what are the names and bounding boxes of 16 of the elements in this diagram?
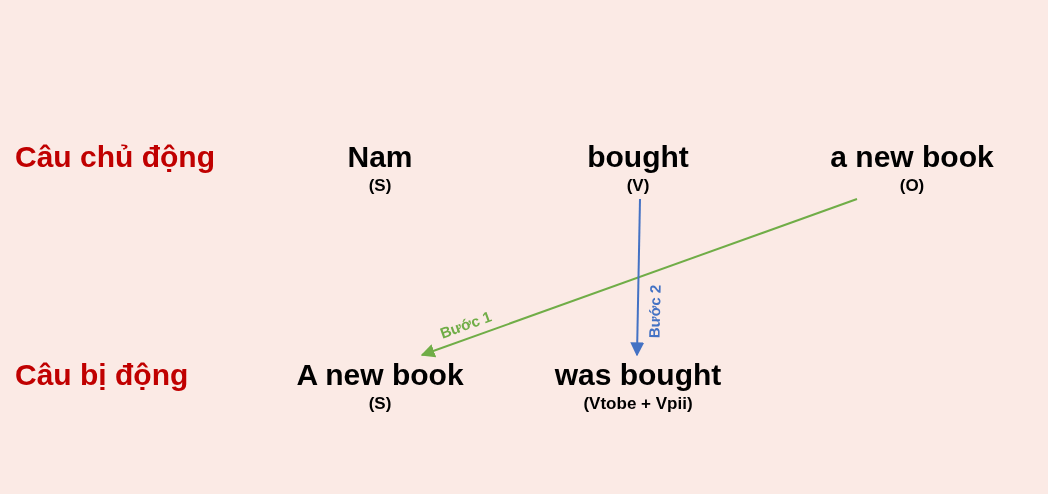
word-text: A new book	[296, 357, 464, 393]
role-tag: (O)	[899, 175, 925, 197]
word-text: bought	[587, 139, 689, 175]
role-tag: (V)	[626, 175, 650, 197]
role-tag: (S)	[368, 393, 392, 415]
edge-label: Bước 1	[437, 307, 494, 342]
row-heading: Câu chủ động	[15, 139, 215, 175]
arrow	[630, 198, 645, 357]
role-tag: (S)	[368, 175, 392, 197]
word-text: was bought	[554, 357, 722, 393]
edge-label: Bước 2	[645, 284, 664, 339]
arrow	[420, 198, 858, 358]
row-heading: Câu bị động	[15, 357, 189, 393]
role-tag: (Vtobe + Vpii)	[583, 393, 693, 415]
word-text: Nam	[347, 139, 413, 175]
word-text: a new book	[830, 139, 994, 175]
